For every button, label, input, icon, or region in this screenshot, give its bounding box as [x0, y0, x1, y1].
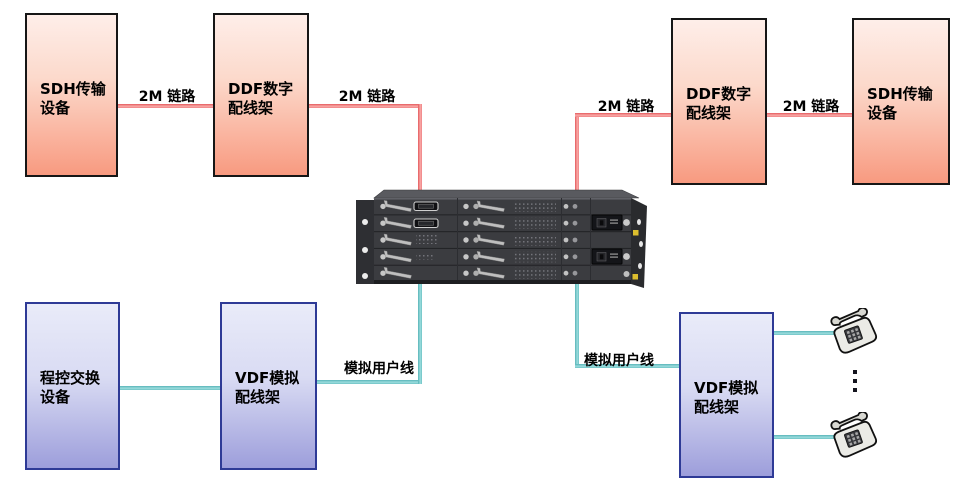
node-ddf-frame-left: DDF数字 配线架	[213, 13, 309, 177]
analog-line-vdf-device-left-v	[418, 284, 422, 384]
node-sdh-transmission-left: SDH传输 设备	[25, 13, 118, 177]
warning-sticker-icon	[632, 274, 638, 280]
chassis-left-ear	[356, 200, 374, 284]
vertical-ellipsis-icon	[852, 370, 858, 397]
link-2m-line-device-ddf-right-h	[575, 113, 671, 117]
analog-line-device-vdf-right-h	[575, 364, 679, 368]
link-2m-line-sdh-ddf-left	[118, 104, 213, 108]
node-ddf-frame-right: DDF数字 配线架	[671, 18, 767, 185]
power-module	[591, 248, 630, 265]
analog-line-pbx-vdf	[120, 386, 220, 390]
analog-line-vdf-phone-1	[774, 331, 846, 335]
link-2m-line-ddf-device-left-h	[309, 104, 422, 108]
link-label-2m-1: 2M 链路	[138, 89, 196, 105]
link-2m-line-ddf-device-left-v	[418, 104, 422, 200]
link-label-analog-left: 模拟用户线	[344, 361, 414, 377]
node-label: VDF模拟 配线架	[694, 378, 759, 416]
node-vdf-frame-left: VDF模拟 配线架	[220, 302, 317, 470]
node-label: 程控交换 设备	[40, 368, 101, 406]
analog-line-vdf-device-left-h	[317, 380, 422, 384]
node-sdh-transmission-right: SDH传输 设备	[852, 18, 950, 185]
chassis-top-face	[373, 189, 640, 199]
warning-sticker-icon	[633, 230, 639, 236]
node-label: VDF模拟 配线架	[235, 368, 300, 406]
link-label-2m-3: 2M 链路	[597, 99, 655, 115]
link-2m-line-device-ddf-right-v	[575, 113, 579, 200]
analog-line-device-vdf-right-v	[575, 284, 579, 368]
link-label-2m-2: 2M 链路	[338, 89, 396, 105]
node-pbx-switch: 程控交换 设备	[25, 302, 120, 470]
telephone-icon	[830, 412, 878, 458]
node-label: DDF数字 配线架	[228, 79, 294, 117]
telephone-icon	[830, 308, 878, 354]
analog-line-vdf-phone-2	[774, 435, 846, 439]
node-label: SDH传输 设备	[867, 84, 933, 122]
node-label: SDH传输 设备	[40, 79, 106, 117]
media-gateway-chassis	[356, 189, 647, 288]
power-module	[591, 214, 630, 231]
link-2m-line-ddf-sdh-right	[767, 113, 852, 117]
link-label-analog-right: 模拟用户线	[584, 353, 654, 369]
node-label: DDF数字 配线架	[686, 84, 752, 122]
link-label-2m-4: 2M 链路	[782, 99, 840, 115]
node-vdf-frame-right: VDF模拟 配线架	[679, 312, 774, 478]
chassis-right-ear	[631, 198, 647, 288]
